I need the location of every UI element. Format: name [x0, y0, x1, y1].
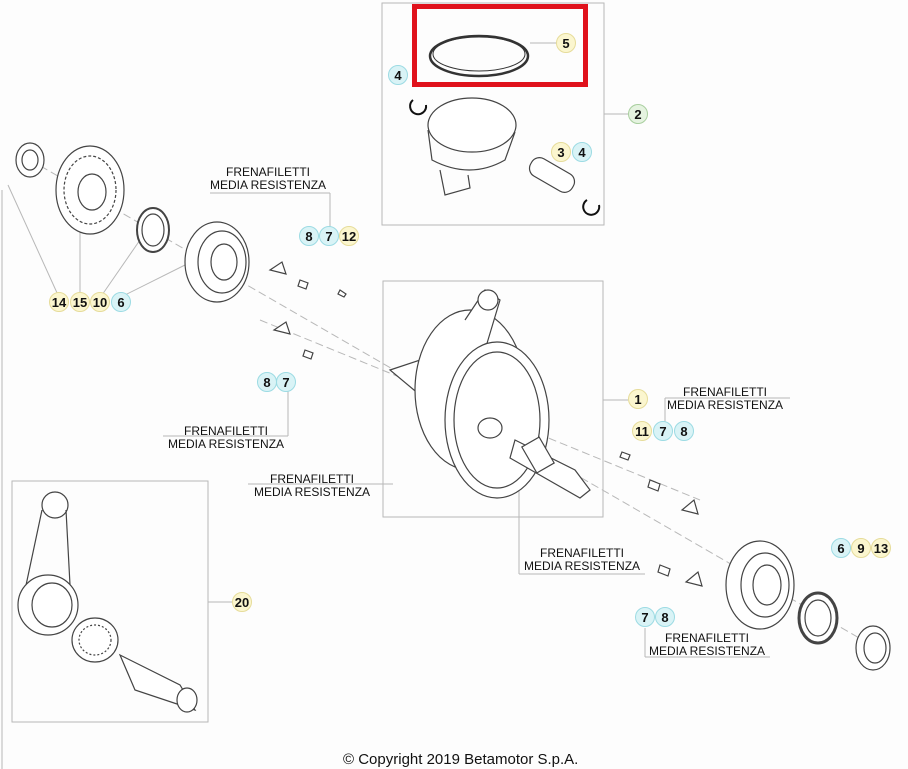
callout-circlip-right[interactable]: 4 [572, 142, 592, 162]
callout-11[interactable]: 11 [632, 421, 652, 441]
note-line1: FRENAFILETTI [184, 424, 269, 438]
callout-6-left[interactable]: 6 [111, 292, 131, 312]
copyright-footer: © Copyright 2019 Betamotor S.p.A. [343, 751, 579, 768]
note-line2: MEDIA RESISTENZA [667, 398, 784, 412]
callout-12[interactable]: 12 [339, 226, 359, 246]
callout-15[interactable]: 15 [70, 292, 90, 312]
callout-8-top[interactable]: 8 [299, 226, 319, 246]
callout-8-midleft[interactable]: 8 [257, 372, 277, 392]
callout-13[interactable]: 13 [871, 538, 891, 558]
right-parts-drawing [619, 451, 891, 671]
callout-piston-ring[interactable]: 5 [556, 33, 576, 53]
threadlocker-note-midleft: FRENAFILETTI MEDIA RESISTENZA [168, 425, 284, 451]
callout-8-lower[interactable]: 8 [655, 607, 675, 627]
callout-piston-assembly[interactable]: 2 [628, 104, 648, 124]
callout-10[interactable]: 10 [90, 292, 110, 312]
threadlocker-note-top: FRENAFILETTI MEDIA RESISTENZA [210, 166, 326, 192]
callout-7-lower[interactable]: 7 [635, 607, 655, 627]
callout-con-rod-kit[interactable]: 20 [232, 592, 252, 612]
threadlocker-note-right: FRENAFILETTI MEDIA RESISTENZA [667, 386, 783, 412]
note-line1: FRENAFILETTI [683, 385, 768, 399]
threadlocker-note-lower-right: FRENAFILETTI MEDIA RESISTENZA [649, 632, 765, 658]
note-line2: MEDIA RESISTENZA [254, 485, 371, 499]
callout-9[interactable]: 9 [851, 538, 871, 558]
callout-crankshaft[interactable]: 1 [628, 389, 648, 409]
note-line2: MEDIA RESISTENZA [210, 178, 327, 192]
callout-7-right[interactable]: 7 [653, 421, 673, 441]
callout-piston-pin[interactable]: 3 [551, 142, 571, 162]
callout-7-top[interactable]: 7 [319, 226, 339, 246]
note-line1: FRENAFILETTI [540, 546, 625, 560]
left-parts-drawing [15, 142, 347, 360]
threadlocker-note-crank: FRENAFILETTI MEDIA RESISTENZA [254, 473, 370, 499]
callout-8-right[interactable]: 8 [674, 421, 694, 441]
note-line2: MEDIA RESISTENZA [649, 644, 766, 658]
threadlocker-note-lower-center: FRENAFILETTI MEDIA RESISTENZA [524, 547, 640, 573]
piston-drawing [427, 97, 576, 196]
callout-14[interactable]: 14 [49, 292, 69, 312]
selected-part-highlight [412, 4, 588, 87]
callout-6-right[interactable]: 6 [831, 538, 851, 558]
con-rod-kit-drawing [17, 491, 198, 713]
note-line1: FRENAFILETTI [226, 165, 311, 179]
piston-ring-drawing [428, 34, 530, 78]
crankshaft-drawing [388, 289, 591, 499]
note-line2: MEDIA RESISTENZA [168, 437, 285, 451]
note-line1: FRENAFILETTI [270, 472, 355, 486]
note-line2: MEDIA RESISTENZA [524, 559, 641, 573]
callout-7-midleft[interactable]: 7 [276, 372, 296, 392]
callout-circlip-left[interactable]: 4 [388, 65, 408, 85]
note-line1: FRENAFILETTI [665, 631, 750, 645]
crankshaft-group-frame [382, 280, 604, 518]
